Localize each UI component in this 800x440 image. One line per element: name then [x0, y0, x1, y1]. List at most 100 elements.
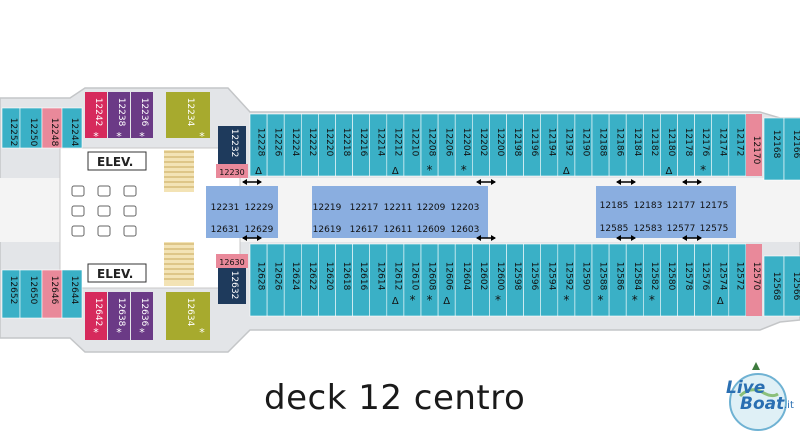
cabin-12229: 12229 — [245, 203, 274, 213]
elevator-box-lower — [87, 263, 147, 283]
double-arrow-icon — [682, 235, 702, 241]
triangle-marker: Δ — [666, 166, 673, 177]
cabin-label-12646: 12646 — [49, 276, 59, 305]
cabin-label-12250: 12250 — [28, 118, 38, 147]
elevator-box-upper — [87, 151, 147, 171]
cabin-label-12626: 12626 — [273, 262, 283, 291]
cabin-label-12632: 12632 — [229, 271, 239, 300]
seat-icon — [123, 225, 137, 237]
cabin-label-12600: 12600 — [495, 262, 505, 291]
cabin-label-12590: 12590 — [580, 262, 590, 291]
star-marker: * — [563, 293, 569, 307]
cabin-label-12178: 12178 — [683, 128, 693, 157]
cabin-label-12594: 12594 — [546, 262, 556, 291]
star-marker: * — [116, 130, 122, 143]
cabin-label-12588: 12588 — [598, 262, 608, 291]
cabin-label-12196: 12196 — [529, 128, 539, 157]
star-marker: * — [139, 130, 145, 143]
cabin-label-12194: 12194 — [546, 128, 556, 157]
elevator-label-lower: ELEV. — [97, 267, 133, 281]
star-marker: * — [427, 163, 433, 177]
double-arrow-icon — [476, 179, 496, 185]
cabin-12617: 12617 — [350, 225, 379, 235]
cabin-label-12616: 12616 — [358, 262, 368, 291]
star-marker: * — [649, 293, 655, 307]
cabin-label-12220: 12220 — [324, 128, 334, 157]
suite-label-12238: 12238 — [116, 98, 126, 127]
cabin-label-12168: 12168 — [771, 130, 781, 159]
cabin-12172 — [728, 113, 747, 177]
cabin-label-12592: 12592 — [563, 262, 573, 291]
triangle-marker: Δ — [392, 296, 399, 307]
cabin-label-12202: 12202 — [478, 128, 488, 157]
inside-block-2 — [312, 186, 488, 238]
cabin-label-12576: 12576 — [700, 262, 710, 291]
suite-12238 — [108, 92, 130, 138]
cabin-label-12204: 12204 — [461, 128, 471, 157]
cabin-12219: 12219 — [313, 203, 342, 213]
cabin-12631: 12631 — [211, 225, 240, 235]
cabin-label-12228: 12228 — [256, 128, 266, 157]
cabin-12183: 12183 — [634, 201, 663, 211]
cabin-label-12182: 12182 — [649, 128, 659, 157]
deck-title: deck 12 centro — [264, 378, 526, 418]
star-marker: * — [461, 163, 467, 177]
cabin-label-12644: 12644 — [69, 276, 79, 305]
cabin-label-12176: 12176 — [700, 128, 710, 157]
stairs-upper — [164, 150, 194, 192]
suite-label-12642: 12642 — [93, 298, 103, 327]
cabin-label-12174: 12174 — [717, 128, 727, 157]
cabin-label-12610: 12610 — [409, 262, 419, 291]
suite-label-12234: 12234 — [185, 98, 195, 127]
forward-suites: 12242*12238*12236*12234*12642*12638*1263… — [1, 92, 210, 340]
inside-block-3 — [596, 186, 736, 238]
star-marker: * — [632, 293, 638, 307]
cabin-label-12208: 12208 — [427, 128, 437, 157]
cabin-label-12180: 12180 — [666, 128, 676, 157]
cabin-label-12230: 12230 — [219, 168, 244, 177]
cabin-label-12620: 12620 — [324, 262, 334, 291]
cabin-12566 — [783, 255, 800, 317]
cabin-label-12606: 12606 — [444, 262, 454, 291]
cabin-label-12222: 12222 — [307, 128, 317, 157]
suite-label-12638: 12638 — [116, 298, 126, 327]
cabin-12166 — [783, 117, 800, 181]
cabin-label-12166: 12166 — [791, 130, 800, 159]
star-marker: * — [199, 130, 205, 143]
cabin-12203: 12203 — [451, 203, 480, 213]
star-marker: * — [116, 326, 122, 339]
cabin-12575: 12575 — [700, 224, 729, 234]
logo-live: Live — [726, 378, 766, 398]
seat-icon — [71, 205, 85, 217]
cabin-label-12604: 12604 — [461, 262, 471, 291]
cabin-12177: 12177 — [667, 201, 696, 211]
suite-12234 — [166, 92, 210, 138]
cabin-label-12650: 12650 — [28, 276, 38, 305]
star-marker: * — [598, 293, 604, 307]
cabin-label-12198: 12198 — [512, 128, 522, 157]
double-arrow-icon — [476, 235, 496, 241]
cabin-label-12572: 12572 — [734, 262, 744, 291]
double-arrow-icon — [242, 179, 262, 185]
cabin-12570 — [746, 244, 762, 316]
cabin-12175: 12175 — [700, 201, 729, 211]
cabin-label-12568: 12568 — [771, 272, 781, 301]
seat-icon — [97, 225, 111, 237]
cabin-label-12184: 12184 — [632, 128, 642, 157]
cabin-label-12566: 12566 — [791, 272, 800, 301]
logo-boat: Boat — [740, 394, 785, 414]
suite-12642 — [85, 292, 107, 340]
passage-arrows — [242, 179, 702, 241]
cabin-label-12206: 12206 — [444, 128, 454, 157]
cabin-12217: 12217 — [350, 203, 379, 213]
cabin-label-12582: 12582 — [649, 262, 659, 291]
star-marker: * — [93, 130, 99, 143]
cabin-12630 — [216, 254, 248, 268]
cabin-label-12218: 12218 — [341, 128, 351, 157]
cabin-label-12244: 12244 — [69, 118, 79, 147]
triangle-marker: Δ — [717, 296, 724, 307]
cabin-12244 — [61, 107, 83, 149]
